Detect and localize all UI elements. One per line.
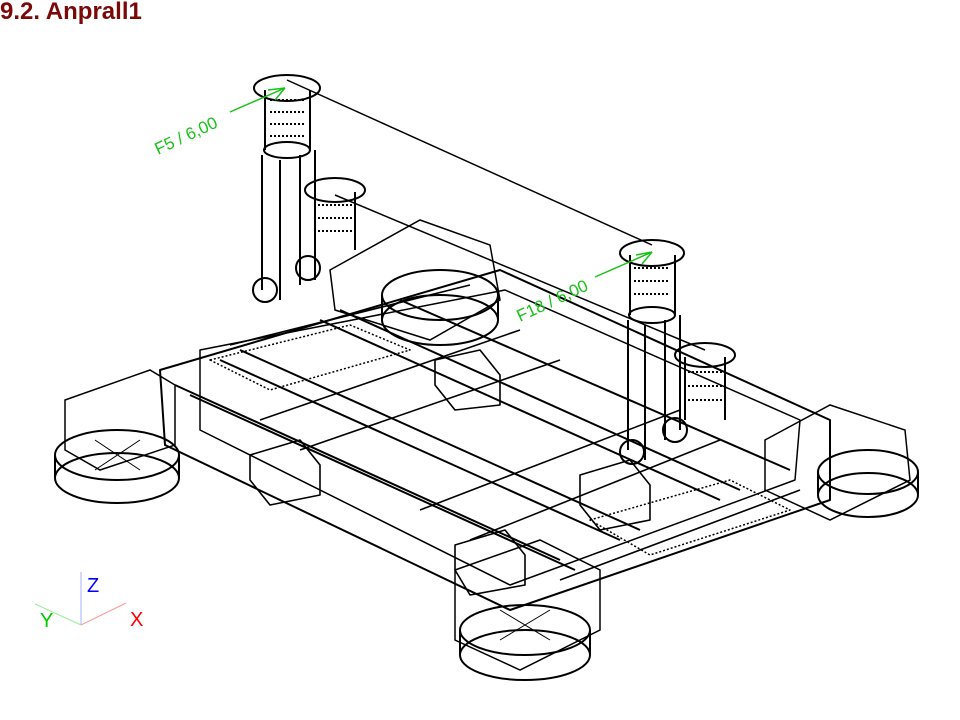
y-axis-label: Y: [40, 610, 53, 632]
load-label-f18: F18 / 6,00: [514, 276, 591, 326]
grating-right: [589, 479, 791, 556]
y-axis-line: [34, 603, 82, 626]
foot-pads: [54, 219, 919, 681]
load-arrow-f5: [229, 87, 286, 113]
foot-pad-front: [454, 539, 601, 681]
frame-outline: [159, 269, 831, 611]
grating-left: [209, 324, 411, 391]
connecting-line: [286, 79, 706, 351]
block-1: [249, 439, 321, 506]
frame-inner-outline: [199, 289, 801, 586]
spring-columns: [252, 74, 736, 465]
z-axis-label: Z: [87, 575, 99, 597]
x-axis-line: [80, 602, 127, 626]
axis-triad: Z X Y: [34, 572, 143, 632]
foot-pad-right: [764, 404, 919, 521]
foot-pad-left: [54, 369, 180, 504]
transverse-beams: [229, 284, 801, 581]
longitudinal-beams: [174, 299, 791, 571]
spring-column-back-right: [674, 342, 736, 420]
page-title: 9.2. Anprall1: [0, 0, 142, 25]
spring-column-f5: [252, 74, 321, 303]
frame-wireframe: [159, 269, 831, 611]
load-label-f5: F5 / 6,00: [152, 113, 221, 159]
foot-pad-back: [329, 219, 501, 346]
spring-column-f18: [619, 239, 688, 465]
x-axis-label: X: [130, 609, 143, 631]
spring-column-back-left: [304, 177, 366, 250]
load-arrow-f18: [594, 251, 653, 278]
block-2: [434, 349, 501, 411]
block-4: [579, 459, 651, 531]
load-arrows: [229, 87, 653, 278]
